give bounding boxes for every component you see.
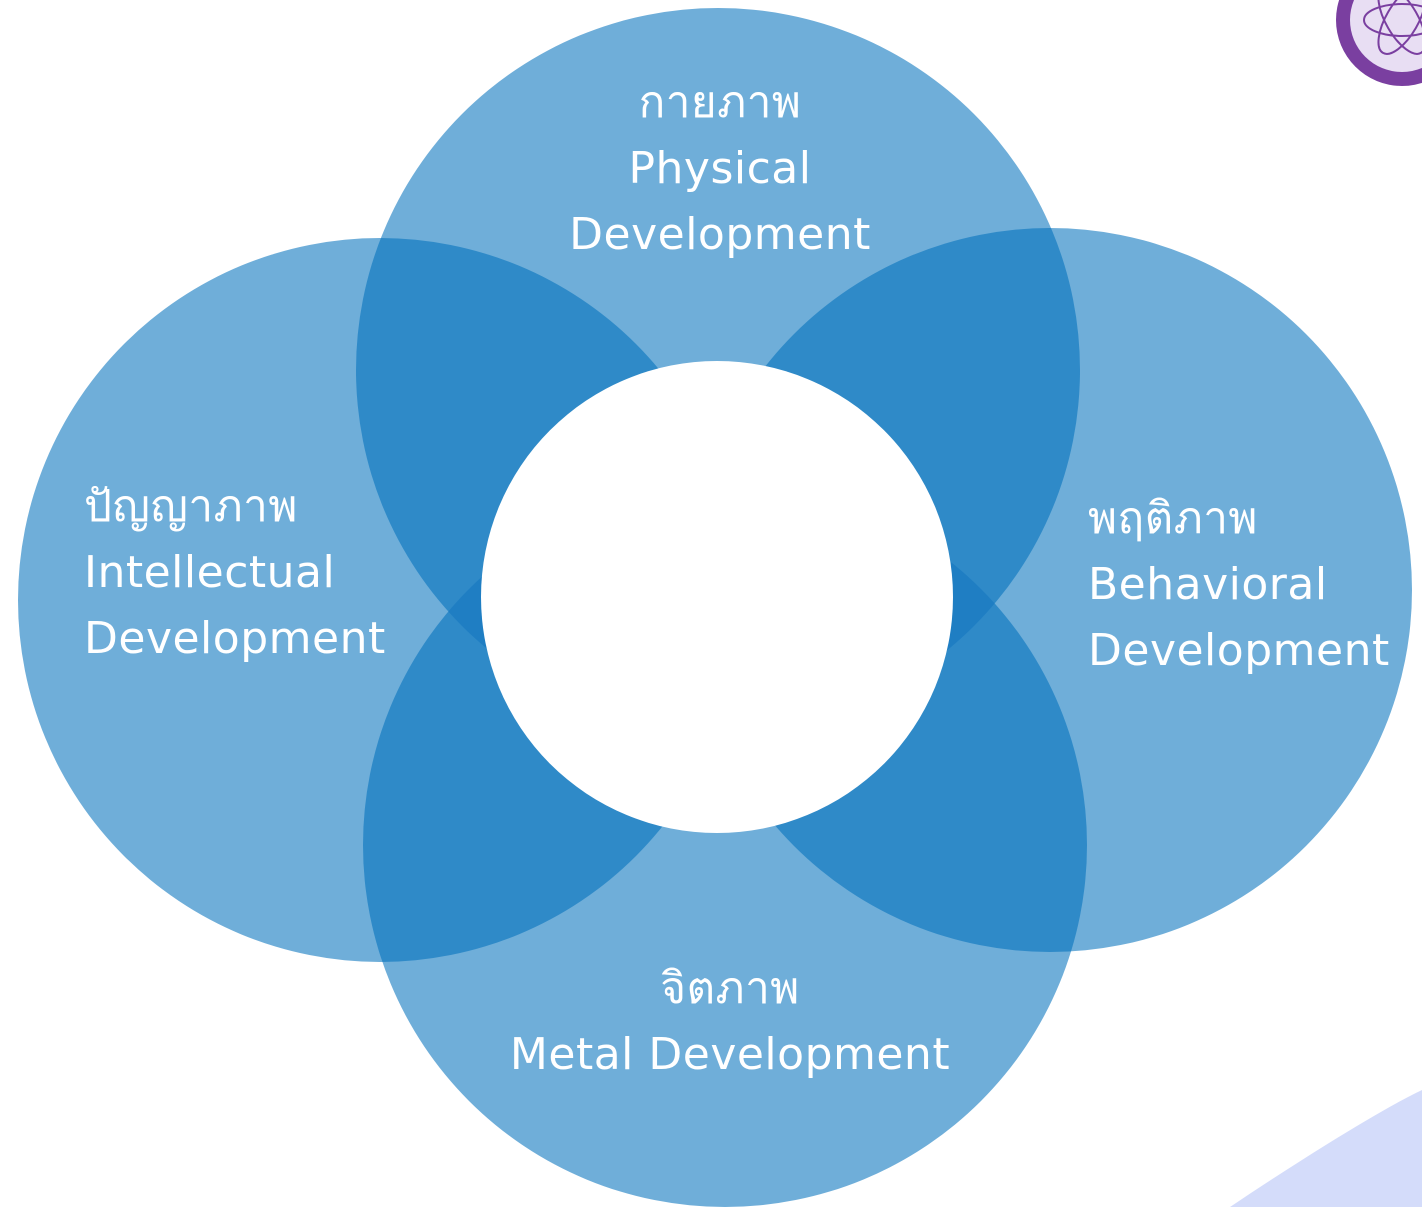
label-behavioral-thai: พฤติภาพ bbox=[1088, 493, 1258, 544]
label-intellectual-thai: ปัญญาภาพ bbox=[84, 481, 298, 532]
label-intellectual-line1: Intellectual bbox=[84, 547, 336, 598]
label-behavioral-line2: Development bbox=[1088, 625, 1390, 676]
label-physical-thai: กายภาพ bbox=[638, 77, 802, 128]
label-intellectual-line2: Development bbox=[84, 613, 386, 664]
label-behavioral-line1: Behavioral bbox=[1088, 559, 1328, 610]
label-mental-thai: จิตภาพ bbox=[660, 963, 800, 1014]
label-intellectual: ปัญญาภาพ Intellectual Development bbox=[84, 474, 404, 672]
center-circle bbox=[481, 361, 953, 833]
label-physical: กายภาพ Physical Development bbox=[520, 70, 920, 268]
ministry-seal-icon bbox=[1336, 0, 1422, 86]
label-physical-line2: Development bbox=[569, 209, 871, 260]
corner-wave bbox=[1230, 1090, 1422, 1207]
label-behavioral: พฤติภาพ Behavioral Development bbox=[1088, 486, 1408, 684]
label-physical-line1: Physical bbox=[628, 143, 812, 194]
label-mental: จิตภาพ Metal Development bbox=[480, 956, 980, 1088]
label-mental-line1: Metal Development bbox=[509, 1029, 951, 1080]
